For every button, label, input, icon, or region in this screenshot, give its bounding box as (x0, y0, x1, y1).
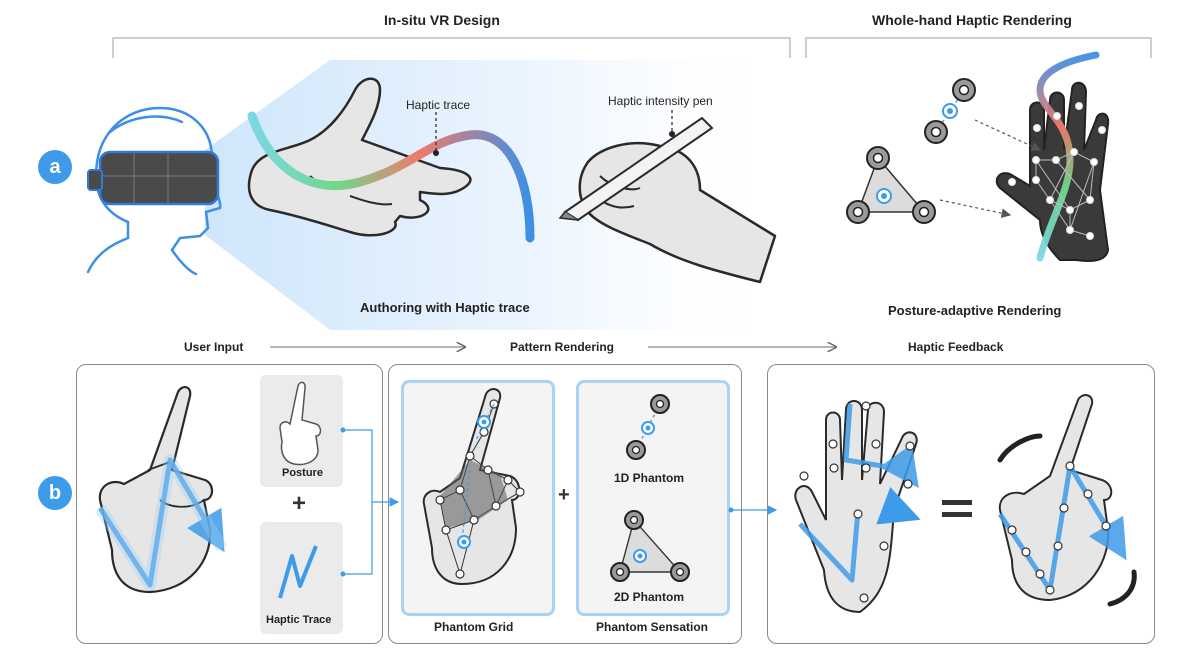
badge-b: b (38, 476, 72, 510)
user-input-header: User Input (184, 340, 244, 354)
phantom-1d-label: 1D Phantom (614, 471, 685, 485)
haptic-feedback-header: Haptic Feedback (908, 340, 1004, 354)
phantom-sensation-label: Phantom Sensation (596, 620, 709, 634)
posture-label: Posture (282, 467, 323, 479)
plus-operator-1: + (292, 490, 307, 517)
user-trace-stroke (97, 457, 225, 588)
vr-headset-icon (86, 106, 222, 276)
posture-icon (279, 381, 322, 466)
authoring-hand-icon (247, 77, 472, 237)
pen-icon (558, 116, 714, 222)
in-situ-header: In-situ VR Design (384, 12, 500, 28)
whole-hand-header: Whole-hand Haptic Rendering (872, 12, 1072, 28)
haptic-trace-card-label: Haptic Trace (266, 614, 332, 626)
2d-phantom-triangle (856, 156, 926, 213)
phantom-2d-label: 2D Phantom (614, 590, 685, 604)
in-situ-bracket (112, 37, 791, 58)
haptic-trace-icon (278, 545, 318, 599)
phantom-grid-label: Phantom Grid (434, 620, 514, 634)
whole-hand-bracket (805, 37, 1152, 58)
phantom-sensation-box (576, 380, 730, 616)
posture-adaptive-label: Posture-adaptive Rendering (888, 303, 1062, 318)
intensity-pen-label: Haptic intensity pen (608, 94, 713, 108)
user-hand-icon (98, 386, 214, 594)
haptic-trace-label: Haptic trace (406, 98, 471, 112)
open-hand-icon (794, 400, 918, 614)
pattern-rendering-header: Pattern Rendering (510, 340, 615, 354)
haptic-trace-curve (247, 111, 535, 243)
authoring-label: Authoring with Haptic trace (360, 300, 530, 315)
plus-operator-2: + (558, 484, 570, 506)
dark-hand-icon (995, 81, 1110, 262)
badge-a: a (38, 150, 72, 184)
